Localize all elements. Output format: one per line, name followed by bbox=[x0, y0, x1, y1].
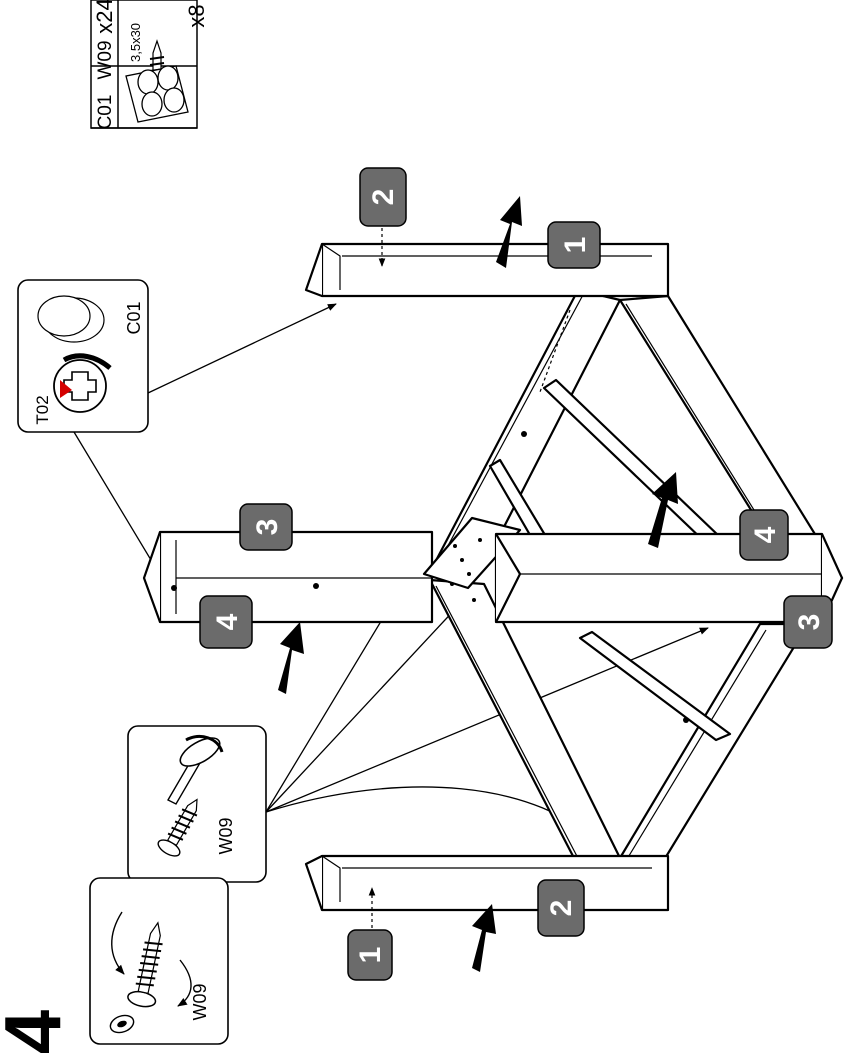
arrow-icon bbox=[496, 196, 522, 268]
badge-right-corner-3: 3 bbox=[783, 595, 833, 649]
arrow-icon bbox=[278, 622, 304, 694]
svg-text:2: 2 bbox=[545, 900, 578, 917]
arrow-icon bbox=[472, 904, 496, 972]
badges: 2 1 3 4 4 3 2 1 bbox=[199, 167, 833, 981]
svg-text:1: 1 bbox=[559, 237, 592, 254]
badge-right-1: 1 bbox=[347, 929, 393, 981]
insert-arrows bbox=[278, 196, 678, 972]
svg-text:4: 4 bbox=[749, 526, 782, 543]
callout-cap: T02 C01 bbox=[17, 279, 149, 433]
curved-arrow-icon bbox=[62, 353, 112, 370]
inner-rail-lower bbox=[578, 630, 732, 742]
svg-text:1: 1 bbox=[354, 947, 387, 964]
tool-tip-icon bbox=[60, 380, 72, 398]
svg-text:4: 4 bbox=[211, 613, 244, 630]
table-frame bbox=[142, 242, 844, 912]
badge-right-2: 2 bbox=[537, 879, 585, 937]
rotate-arrow-icon bbox=[111, 911, 125, 975]
part-c01-code: C01 bbox=[95, 95, 116, 130]
svg-text:3: 3 bbox=[251, 519, 284, 536]
leg-bottom-left bbox=[320, 854, 670, 912]
screw-head-icon bbox=[53, 359, 107, 413]
callout-screw-turn: W09 bbox=[89, 877, 229, 1045]
leader-lines bbox=[73, 303, 709, 849]
part-w09-qty: x24 bbox=[92, 0, 117, 34]
part-w09-code: W09 bbox=[95, 40, 116, 79]
cap-sheet-icon bbox=[125, 65, 189, 123]
callout-screwdriver: W09 bbox=[127, 725, 267, 883]
badge-left-3: 3 bbox=[239, 503, 293, 551]
parts-table: 3,5x30 W09 x24 C01 x8 bbox=[90, 0, 209, 130]
pilot-holes bbox=[171, 431, 689, 723]
badge-center-4: 4 bbox=[739, 509, 789, 561]
callout-cap-part: C01 bbox=[124, 301, 144, 334]
callout-screwdriver-part: W09 bbox=[216, 817, 236, 854]
screwdriver-icon bbox=[167, 735, 224, 805]
svg-text:3: 3 bbox=[793, 614, 826, 631]
callout-screw-turn-part: W09 bbox=[190, 983, 210, 1020]
part-c01-qty: x8 bbox=[184, 4, 209, 27]
badge-top-left-1: 1 bbox=[547, 221, 601, 269]
step-number: 4 bbox=[0, 1009, 77, 1054]
screw-icon bbox=[127, 921, 163, 1008]
callout-cap-tool: T02 bbox=[33, 395, 52, 424]
leg-top-right bbox=[320, 242, 670, 298]
svg-text:2: 2 bbox=[367, 189, 400, 206]
screw-icon bbox=[157, 798, 198, 857]
arrow-icon bbox=[648, 472, 678, 548]
badge-left-4: 4 bbox=[199, 595, 253, 649]
badge-top-left-2: 2 bbox=[359, 167, 407, 227]
part-w09-size: 3,5x30 bbox=[128, 23, 143, 62]
